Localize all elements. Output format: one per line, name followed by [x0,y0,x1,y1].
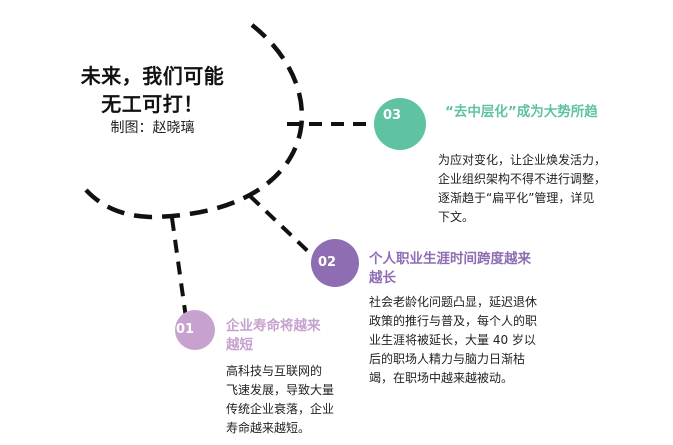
page-title: 未来，我们可能 无工可打！ [60,62,245,118]
heading-02: 个人职业生涯时间跨度越来 越长 [369,250,569,288]
body-02-line: 竭，在职场中越来越被动。 [369,371,514,385]
title-line-1: 未来，我们可能 [80,64,225,88]
body-02: 社会老龄化问题凸显，延迟退休 政策的推行与普及，每个人的职 业生涯将被延长，大量… [369,293,579,388]
body-02-line: 后的职场人精力与脑力日渐枯 [369,352,526,366]
heading-01-line: 企业寿命将越来 [226,318,321,334]
number-02: 02 [318,255,337,270]
credit-text: 制图：赵晓璃 [110,120,195,136]
title-line-2: 无工可打！ [101,92,204,116]
body-01: 高科技与互联网的 飞速发展，导致大量 传统企业衰落，企业 寿命越来越短。 [226,362,366,438]
circle-01 [175,310,215,350]
body-02-line: 业生涯将被延长，大量 40 岁以 [369,333,536,347]
body-01-line: 高科技与互联网的 [226,364,323,378]
connector-02 [248,194,317,260]
body-01-line: 寿命越来越短。 [226,421,311,435]
heading-03: “去中层化”成为大势所趋 [445,103,645,122]
number-01: 01 [176,322,195,337]
body-01-line: 传统企业衰落，企业 [226,402,335,416]
body-03-line: 下文。 [438,210,475,224]
heading-01: 企业寿命将越来 越短 [226,317,356,355]
heading-02-line: 越长 [369,270,396,286]
number-03: 03 [383,108,402,123]
body-02-line: 社会老龄化问题凸显，延迟退休 [369,295,538,309]
timeline-arc [84,23,305,220]
heading-02-line: 个人职业生涯时间跨度越来 [369,251,531,267]
heading-01-line: 越短 [226,337,253,353]
connector-01 [170,217,188,319]
circle-02 [311,239,359,287]
circle-03 [374,98,426,150]
body-01-line: 飞速发展，导致大量 [226,383,335,397]
heading-03-line: “去中层化”成为大势所趋 [445,104,598,120]
body-03-line: 企业组织架构不得不进行调整， [438,172,607,186]
body-03: 为应对变化，让企业焕发活力， 企业组织架构不得不进行调整， 逐渐趋于“扁平化”管… [438,151,638,227]
body-03-line: 逐渐趋于“扁平化”管理，详见 [438,191,595,205]
body-03-line: 为应对变化，让企业焕发活力， [438,153,607,167]
body-02-line: 政策的推行与普及，每个人的职 [369,314,538,328]
